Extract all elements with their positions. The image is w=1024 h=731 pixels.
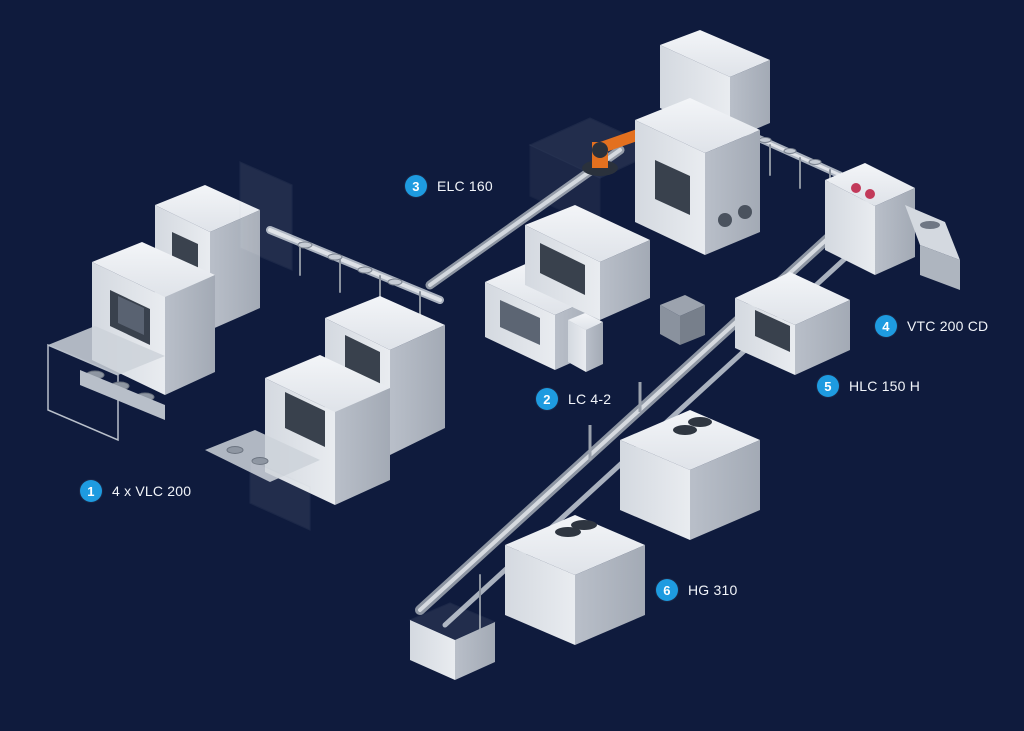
station-4-machine (825, 163, 960, 290)
station-label: LC 4-2 (568, 391, 612, 407)
callout-station-5: 5 HLC 150 H (817, 375, 920, 397)
station-label: HLC 150 H (849, 378, 921, 394)
station-number-badge: 1 (80, 480, 102, 502)
callout-station-3: 3 ELC 160 (405, 175, 493, 197)
station-number-badge: 4 (875, 315, 897, 337)
callout-station-6: 6 HG 310 (656, 579, 737, 601)
station-5-machine (735, 272, 850, 375)
station-3-robot-cell (528, 30, 770, 255)
station-label: HG 310 (688, 582, 738, 598)
station-label: VTC 200 CD (907, 318, 989, 334)
station-2-machine (485, 205, 705, 372)
station-number-badge: 3 (405, 175, 427, 197)
station-label: 4 x VLC 200 (112, 483, 192, 499)
station-number-badge: 6 (656, 579, 678, 601)
station-1-machines (47, 161, 293, 442)
callout-station-4: 4 VTC 200 CD (875, 315, 988, 337)
callout-station-2: 2 LC 4-2 (536, 388, 611, 410)
gantry-columns (588, 382, 642, 460)
callout-station-1: 1 4 x VLC 200 (80, 480, 191, 502)
station-number-badge: 2 (536, 388, 558, 410)
station-6-machines (408, 410, 760, 680)
station-label: ELC 160 (437, 178, 493, 194)
station-1-machines-front (205, 296, 445, 531)
station-number-badge: 5 (817, 375, 839, 397)
